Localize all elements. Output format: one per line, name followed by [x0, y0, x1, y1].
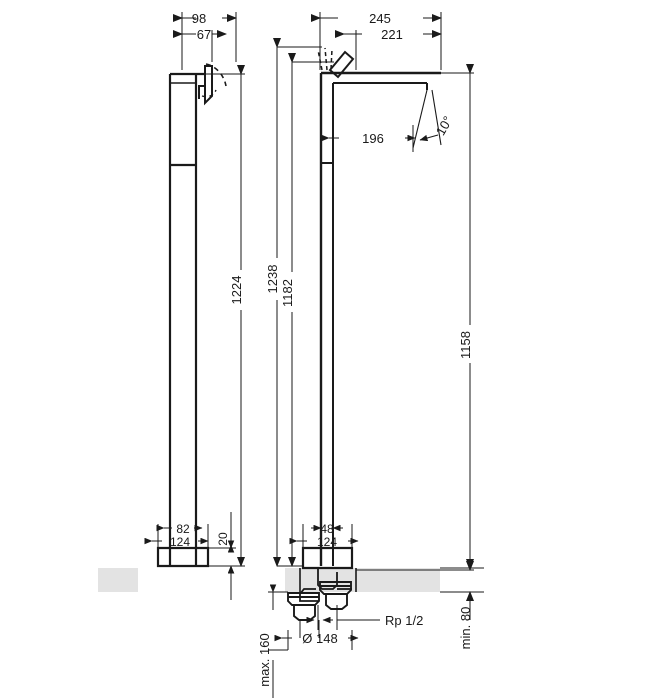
- dim-left-82: 82: [176, 522, 190, 536]
- dim-1158-line: [356, 64, 474, 571]
- label-min-80: min. 80: [458, 607, 473, 650]
- dim-196-group: [321, 125, 439, 160]
- right-view-bottom-dimensions: [289, 508, 359, 548]
- dim-right-245: 245: [369, 11, 391, 26]
- dim-left-1224: 1224: [229, 276, 244, 305]
- dim-1182-line: [288, 53, 334, 567]
- dim-right-196: 196: [362, 131, 384, 146]
- dim-right-221: 221: [381, 27, 403, 42]
- dim-right-1238: 1238: [265, 265, 280, 294]
- dim-right-48: 48: [320, 522, 334, 536]
- floor-detail-dimensions: [268, 540, 484, 698]
- dim-left-20: 20: [216, 532, 230, 546]
- label-thread-rp: Rp 1/2: [385, 613, 423, 628]
- label-max-160: max. 160: [257, 633, 272, 686]
- left-view-bottom-dimensions: [144, 510, 236, 600]
- dim-right-1182: 1182: [280, 279, 295, 307]
- dim-left-98: 98: [192, 11, 206, 26]
- left-view-geometry: [156, 63, 227, 568]
- dim-left-67: 67: [197, 27, 211, 42]
- dim-1224-line: [196, 65, 245, 567]
- dim-right-124: 124: [317, 535, 337, 549]
- left-view-top-dimensions: [173, 12, 237, 70]
- right-view-geometry: [287, 47, 442, 621]
- floor-band: [98, 568, 440, 592]
- dim-left-124: 124: [170, 535, 190, 549]
- dim-right-1158: 1158: [458, 331, 473, 359]
- label-base-diameter: Ø 148: [302, 631, 337, 646]
- right-view-top-dimensions: [311, 12, 442, 70]
